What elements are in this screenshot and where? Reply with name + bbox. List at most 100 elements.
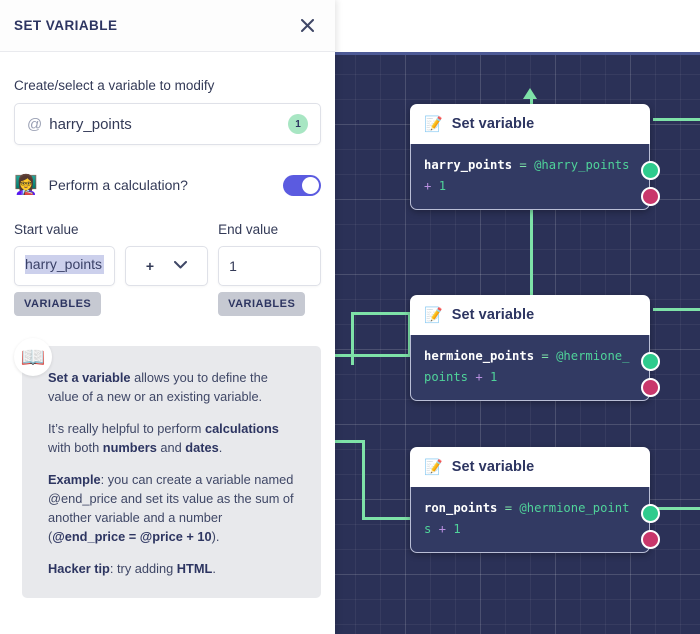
- memo-icon: 📝: [424, 115, 443, 133]
- node-title: Set variable: [451, 307, 535, 323]
- page-title: SET VARIABLE: [14, 18, 118, 33]
- close-icon-svg: [300, 19, 314, 32]
- info-card: Set a variable allows you to define the …: [22, 346, 321, 598]
- perform-calculation-label: Perform a calculation?: [48, 177, 188, 193]
- expression-token: hermione_points: [424, 349, 535, 363]
- variable-count-badge: 1: [288, 114, 308, 134]
- node-output-handle[interactable]: [641, 161, 660, 180]
- info-paragraph: Hacker tip: try adding HTML.: [48, 559, 299, 578]
- variable-select-input[interactable]: @ harry_points 1: [14, 103, 321, 145]
- operator-spacer-label: [125, 222, 208, 237]
- perform-calculation-toggle[interactable]: [283, 174, 321, 196]
- connector-out-node3: [653, 507, 700, 510]
- expression-token: @hermione_points: [424, 501, 630, 536]
- start-value-column: Start value harry_points VARIABLES: [14, 222, 115, 316]
- info-card-wrapper: 📖 Set a variable allows you to define th…: [14, 338, 321, 598]
- toggle-knob: [302, 176, 319, 194]
- info-text: .: [212, 561, 216, 576]
- end-value-text: 1: [229, 258, 237, 274]
- panel-body: Create/select a variable to modify @ har…: [0, 78, 335, 598]
- memo-icon: 📝: [424, 458, 443, 476]
- flow-node-harry-points[interactable]: 📝 Set variable harry_points = @harry_poi…: [410, 104, 660, 210]
- canvas-top-border: [335, 52, 700, 55]
- connector-arrow-up: [523, 88, 537, 99]
- variable-field-label: Create/select a variable to modify: [14, 78, 215, 93]
- memo-icon: 📝: [424, 306, 443, 324]
- connector-out-node1: [653, 118, 700, 121]
- info-bold-text: HTML: [176, 561, 213, 576]
- connector-vertical-in-node3: [362, 440, 365, 520]
- node-output-handle[interactable]: [641, 352, 660, 371]
- expression-token: +: [424, 179, 439, 193]
- flow-node-hermione-points[interactable]: 📝 Set variable hermione_points = @hermio…: [410, 295, 660, 401]
- info-text: : you can create a variable named @end_p…: [48, 472, 294, 544]
- panel-header: SET VARIABLE: [0, 0, 335, 52]
- node-error-handle[interactable]: [641, 187, 660, 206]
- node-error-handle[interactable]: [641, 530, 660, 549]
- start-value-input[interactable]: harry_points: [14, 246, 115, 286]
- info-text: with both: [48, 440, 103, 455]
- connector-horizontal-node3-entry: [362, 517, 420, 520]
- node-title: Set variable: [451, 116, 535, 132]
- chevron-down-icon: [174, 260, 188, 272]
- close-icon[interactable]: [295, 14, 319, 38]
- node-output-handle[interactable]: [641, 504, 660, 523]
- info-text: : try adding: [109, 561, 177, 576]
- expression-token: 1: [438, 179, 447, 193]
- node-title: Set variable: [451, 459, 535, 475]
- expression-token: 1: [453, 522, 461, 536]
- node-expression: hermione_points = @hermione_points + 1: [410, 335, 650, 401]
- end-variables-button[interactable]: VARIABLES: [218, 292, 306, 316]
- start-value-label: Start value: [14, 222, 79, 237]
- expression-token: =: [534, 349, 557, 363]
- connector-horizontal-node2-entry: [335, 354, 413, 357]
- expression-token: +: [468, 370, 491, 384]
- info-paragraph: Set a variable allows you to define the …: [48, 368, 299, 406]
- info-text: It’s really helpful to perform: [48, 421, 205, 436]
- info-bold-text: dates: [185, 440, 219, 455]
- flow-node-ron-points[interactable]: 📝 Set variable ron_points = @hermione_po…: [410, 447, 660, 553]
- end-value-input[interactable]: 1: [218, 246, 321, 286]
- expression-token: 1: [490, 370, 498, 384]
- expression-token: @hermione_points: [424, 349, 630, 384]
- node-header: 📝 Set variable: [410, 447, 650, 487]
- end-value-label: End value: [218, 222, 279, 237]
- teacher-icon: 👩‍🏫: [14, 174, 38, 196]
- expression-token: harry_points: [424, 158, 513, 172]
- node-expression: harry_points = @harry_points + 1: [410, 144, 650, 210]
- info-text: allows you to define the value of a new …: [48, 370, 268, 404]
- info-bold-text: @end_price = @price + 10: [52, 529, 212, 544]
- start-variables-button[interactable]: VARIABLES: [14, 292, 102, 316]
- expression-token: @harry_points: [534, 158, 630, 172]
- operator-select[interactable]: +: [124, 246, 209, 286]
- calculation-fields: Start value harry_points VARIABLES +: [14, 222, 321, 316]
- at-symbol-icon: @: [27, 115, 43, 133]
- node-error-handle[interactable]: [641, 378, 660, 397]
- end-value-column: End value 1 VARIABLES: [218, 222, 321, 316]
- node-expression: ron_points = @hermione_points + 1: [410, 487, 650, 553]
- info-paragraph: It’s really helpful to perform calculati…: [48, 419, 299, 457]
- info-bold-text: numbers: [102, 440, 157, 455]
- node-header: 📝 Set variable: [410, 104, 650, 144]
- flow-canvas[interactable]: 📝 Set variable harry_points = @harry_poi…: [335, 52, 700, 634]
- info-bold-text: Example: [48, 472, 101, 487]
- perform-calculation-row: 👩‍🏫 Perform a calculation?: [14, 170, 321, 200]
- operator-value: +: [145, 258, 155, 274]
- connector-vertical-in-node2-a: [351, 312, 354, 365]
- info-bold-text: calculations: [204, 421, 279, 436]
- expression-token: =: [512, 158, 535, 172]
- expression-token: =: [497, 501, 520, 515]
- variable-name-value: harry_points: [49, 115, 132, 133]
- connector-horizontal-in-node2-a: [351, 312, 411, 315]
- start-value-text: harry_points: [25, 255, 104, 274]
- expression-token: +: [431, 522, 454, 536]
- connector-out-node2: [653, 308, 700, 311]
- info-paragraph: Example: you can create a variable named…: [48, 470, 299, 546]
- info-text: and: [156, 440, 186, 455]
- connector-horizontal-in-node3: [335, 440, 365, 443]
- book-icon: 📖: [14, 338, 52, 376]
- chevron-down-icon-svg: [174, 261, 188, 269]
- node-header: 📝 Set variable: [410, 295, 650, 335]
- operator-column: +: [124, 222, 209, 316]
